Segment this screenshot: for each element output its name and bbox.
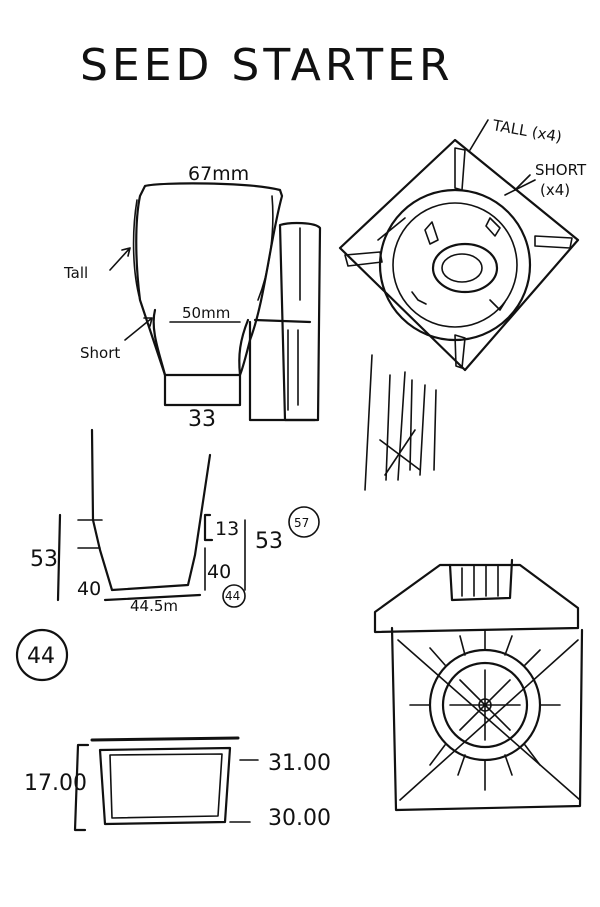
short-x4-label-line2: (x4) — [540, 181, 570, 199]
right-top-label: 13 — [215, 518, 239, 540]
left-inner-label: 40 — [77, 578, 101, 600]
bottom-width-label: 44.5m — [130, 597, 178, 615]
scribble-struts — [364, 354, 437, 491]
base-width-label: 33 — [188, 407, 216, 432]
short-x4-leader — [514, 174, 531, 191]
left-height-label: 53 — [30, 547, 58, 572]
right-height-label: 53 — [255, 529, 283, 554]
short-arrow — [124, 317, 153, 341]
circled-bottom-label: 44 — [225, 589, 240, 603]
assembly-view — [373, 558, 584, 812]
lid-top-dim-label: 31.00 — [268, 751, 331, 776]
short-x4-label-line1: SHORT — [535, 161, 587, 179]
right-circled-top-label: 57 — [294, 516, 309, 530]
tall-label: Tall — [63, 264, 88, 282]
top-width-label: 67mm — [188, 163, 249, 185]
mid-width-label: 50mm — [182, 304, 230, 322]
tall-x4-leader — [469, 119, 489, 151]
section-view — [56, 428, 246, 602]
lid-height-label: 17.00 — [24, 771, 87, 796]
circled-left-ring — [15, 628, 69, 682]
lid-bottom-dim-label: 30.00 — [268, 806, 331, 831]
cup-side-view — [132, 182, 322, 422]
right-circled-top-ring — [288, 506, 320, 538]
right-inner-label: 40 — [207, 561, 231, 583]
title: SEED STARTER — [80, 40, 454, 91]
circled-bottom-ring — [222, 584, 246, 608]
short-label: Short — [80, 344, 120, 362]
tall-arrow — [109, 247, 131, 271]
circled-left-label: 44 — [27, 644, 55, 669]
tall-x4-label: TALL (x4) — [490, 116, 563, 146]
cup-top-view — [338, 138, 580, 372]
lid-view — [73, 736, 259, 832]
